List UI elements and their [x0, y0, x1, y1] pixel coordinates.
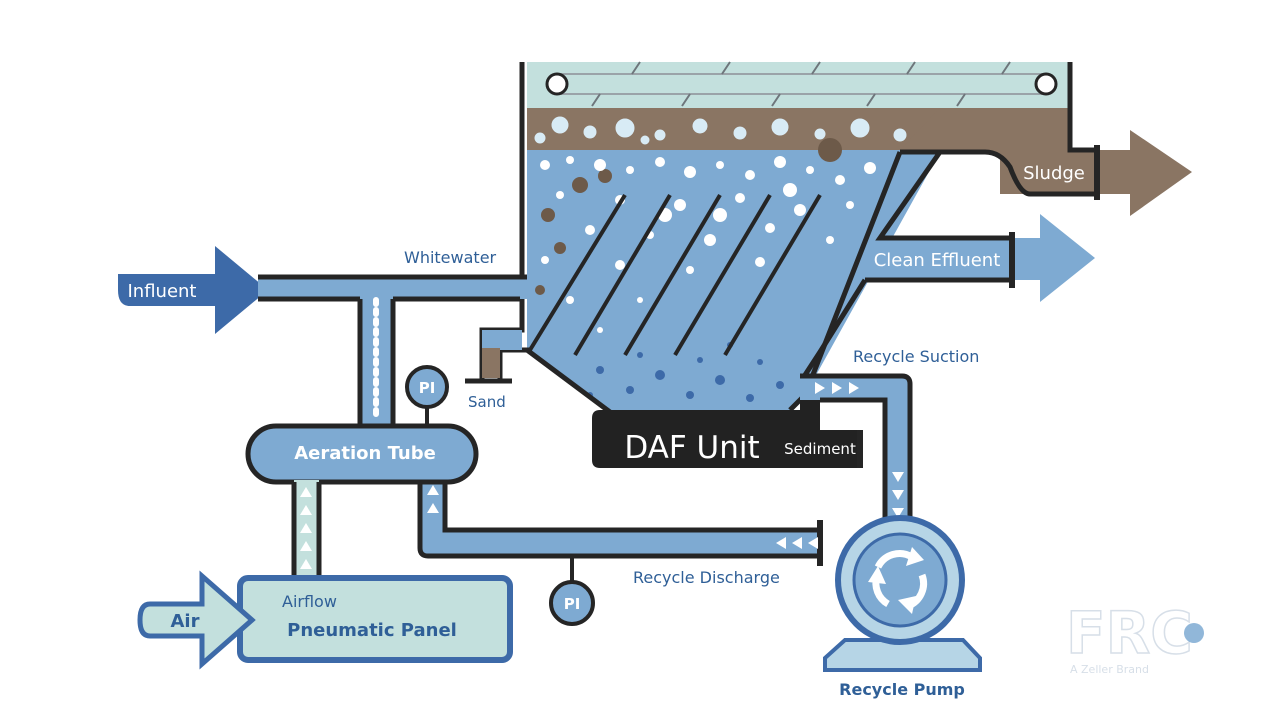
recycle-discharge-label: Recycle Discharge: [633, 568, 780, 587]
frc-logo: FRC A Zeller Brand: [1065, 598, 1204, 676]
recycle-discharge-pipe: PI: [417, 470, 823, 626]
logo-tagline: A Zeller Brand: [1070, 663, 1149, 676]
pressure-gauge-icon: PI: [549, 580, 595, 626]
daf-tank: [465, 61, 1100, 415]
pneumatic-panel-label: Pneumatic Panel: [287, 620, 457, 641]
recycle-suction-pipe: [800, 373, 913, 530]
recycle-pump: [823, 515, 982, 672]
pi-top-label: PI: [419, 379, 436, 397]
air-arrow: Air: [137, 570, 256, 670]
pressure-gauge-icon: PI: [405, 365, 449, 428]
inclined-plates: [528, 193, 822, 357]
flotation-bubbles: [533, 115, 908, 402]
aeration-tube-label: Aeration Tube: [294, 443, 436, 464]
pi-bottom-label: PI: [564, 595, 581, 613]
influent-label: Influent: [127, 281, 196, 302]
air-label: Air: [171, 611, 200, 632]
sludge-label: Sludge: [1023, 163, 1085, 184]
airflow-riser: [291, 480, 322, 578]
influent-pipe: [258, 274, 533, 302]
recycle-pump-label: Recycle Pump: [839, 680, 965, 699]
whitewater-label: Whitewater: [404, 248, 497, 267]
whitewater-riser: [357, 297, 396, 427]
skimmer: [545, 61, 1058, 107]
daf-unit-label: DAF Unit: [624, 430, 759, 466]
daf-unit-base: [592, 400, 863, 468]
sand-label: Sand: [468, 393, 506, 411]
pneumatic-panel: Airflow Pneumatic Panel: [237, 575, 513, 663]
recycle-suction-label: Recycle Suction: [853, 347, 979, 366]
clean-effluent-label: Clean Effluent: [874, 250, 1001, 271]
airflow-label: Airflow: [282, 592, 337, 611]
logo-text: FRC: [1066, 599, 1193, 667]
influent-arrow: [118, 246, 268, 334]
aeration-tube: Aeration Tube: [245, 423, 479, 485]
sediment-label: Sediment: [784, 440, 856, 458]
